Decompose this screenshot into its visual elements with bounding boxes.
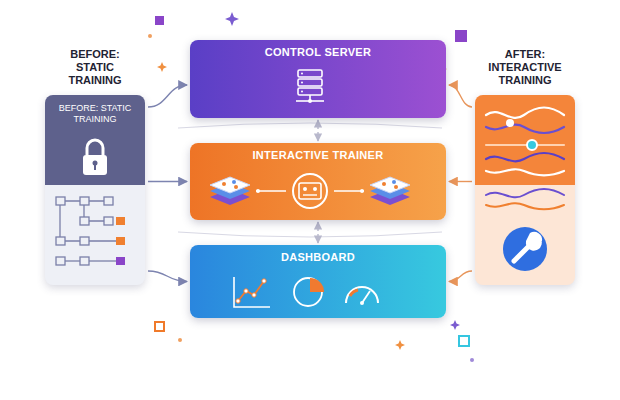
trainer-icon [200, 169, 420, 217]
sparkle [157, 62, 167, 72]
wrench-icon [480, 183, 570, 283]
dashboard-icon [230, 271, 390, 315]
panel-heading: BEFORE: STATIC TRAINING [45, 48, 145, 88]
process-box: CONTROL SERVER [190, 40, 446, 118]
process-box: INTERACTIVE TRAINER [190, 143, 446, 220]
server-icon [290, 66, 330, 106]
dot [178, 338, 182, 342]
faint-loop [178, 232, 442, 237]
box-label: INTERACTIVE TRAINER [190, 143, 446, 161]
panel-heading: AFTER: INTERACTIVE TRAINING [475, 48, 575, 88]
connector-arrow [317, 222, 318, 243]
side-panel: BEFORE: STATIC TRAINING BEFORE: STATIC TR… [45, 48, 145, 285]
server-icon [290, 66, 330, 110]
confetti [455, 30, 467, 42]
process-box: DASHBOARD [190, 245, 446, 318]
flowchart-icon [50, 191, 140, 285]
side-panel: AFTER: INTERACTIVE TRAINING [475, 48, 575, 285]
connector-arrow [449, 85, 472, 107]
sparkle [450, 320, 460, 330]
sparkle [395, 340, 405, 350]
confetti [459, 336, 469, 346]
faint-loop [178, 123, 442, 128]
slider-icon [480, 101, 570, 185]
dashboard-icon [230, 271, 390, 311]
dot [148, 34, 152, 38]
flowchart-icon [50, 191, 140, 281]
trainer-icon [200, 169, 420, 213]
lock-icon [75, 135, 115, 179]
connector-arrow [148, 271, 187, 282]
box-label: CONTROL SERVER [190, 40, 446, 58]
wrench-icon [480, 183, 570, 285]
panel-text: BEFORE: STATIC TRAINING [45, 95, 145, 125]
connector-arrow [148, 85, 187, 107]
connector-arrow [148, 181, 187, 182]
dot [470, 358, 474, 362]
confetti [155, 16, 164, 25]
box-label: DASHBOARD [190, 245, 446, 263]
confetti [155, 322, 164, 331]
panel-body [475, 95, 575, 285]
slider-icon [480, 101, 570, 181]
connector-arrow [317, 120, 318, 141]
connector-arrow [449, 181, 472, 182]
panel-body: BEFORE: STATIC TRAINING [45, 95, 145, 285]
lock-icon [75, 135, 115, 183]
connector-arrow [449, 271, 472, 282]
sparkle [225, 12, 239, 26]
